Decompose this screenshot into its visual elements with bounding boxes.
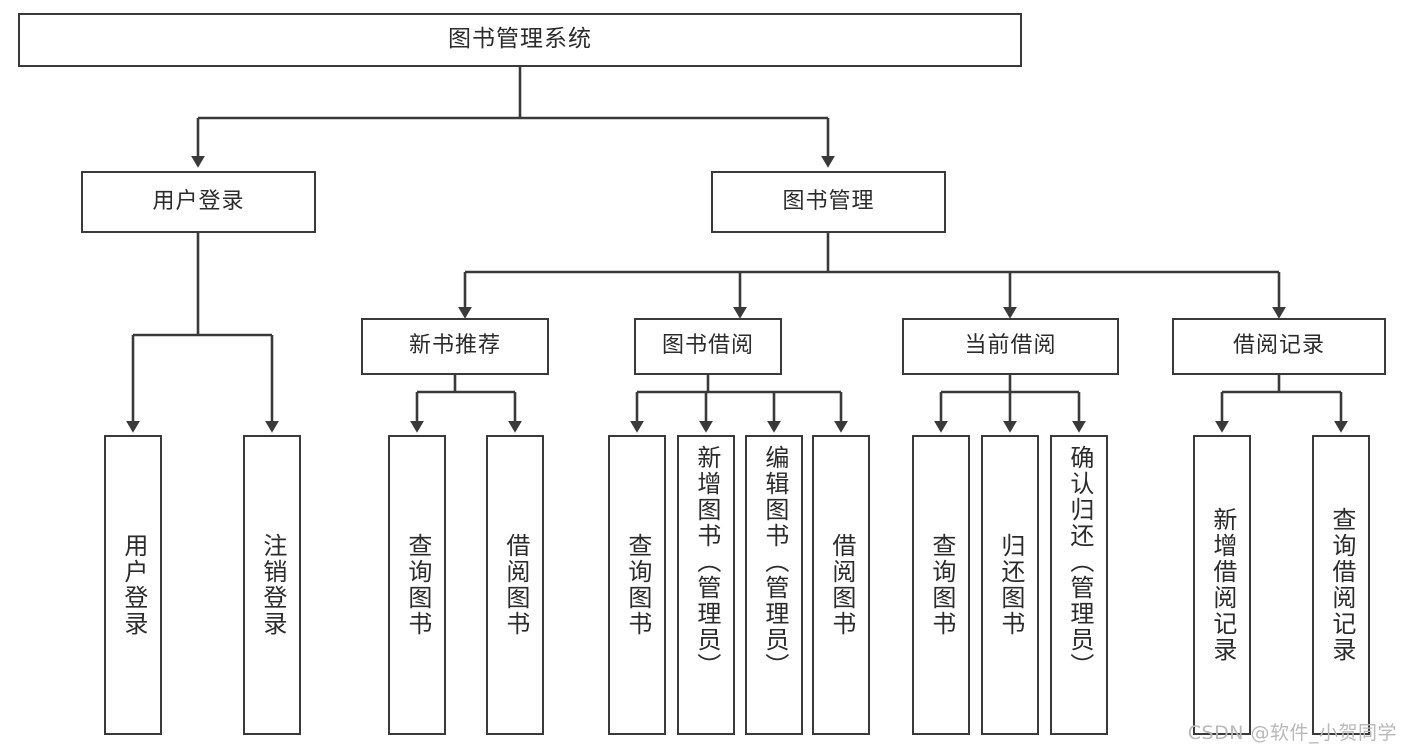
node-label: 用户登录 bbox=[152, 188, 245, 214]
node-book-borrow[interactable]: 图书借阅 bbox=[634, 318, 782, 375]
node-label: 新书推荐 bbox=[408, 333, 501, 359]
leaf-borrow-book[interactable]: 借阅图书 bbox=[812, 435, 870, 735]
node-label: 用户登录 bbox=[119, 533, 148, 637]
node-label: 新增图书（管理员） bbox=[692, 445, 721, 679]
leaf-query-borrow-record[interactable]: 查询借阅记录 bbox=[1312, 435, 1370, 735]
node-label: 新增借阅记录 bbox=[1208, 507, 1237, 663]
node-label: 当前借阅 bbox=[964, 333, 1057, 359]
node-label: 查询图书 bbox=[623, 533, 652, 637]
node-label: 查询图书 bbox=[403, 533, 432, 637]
leaf-add-book-admin[interactable]: 新增图书（管理员） bbox=[677, 435, 735, 735]
leaf-query-book-borrow[interactable]: 查询图书 bbox=[608, 435, 666, 735]
node-book-management-system[interactable]: 图书管理系统 bbox=[18, 13, 1022, 67]
leaf-user-login[interactable]: 用户登录 bbox=[104, 435, 162, 735]
leaf-borrow-book-recommend[interactable]: 借阅图书 bbox=[486, 435, 544, 735]
leaf-query-book-current[interactable]: 查询图书 bbox=[912, 435, 970, 735]
node-label: 借阅图书 bbox=[827, 533, 856, 637]
node-label: 注销登录 bbox=[258, 533, 287, 637]
node-label: 借阅图书 bbox=[501, 533, 530, 637]
node-label: 借阅记录 bbox=[1232, 333, 1325, 359]
node-borrow-record[interactable]: 借阅记录 bbox=[1172, 318, 1386, 375]
node-book-management[interactable]: 图书管理 bbox=[711, 171, 946, 233]
node-label: 查询图书 bbox=[927, 533, 956, 637]
leaf-return-book[interactable]: 归还图书 bbox=[981, 435, 1039, 735]
node-label: 图书借阅 bbox=[661, 333, 754, 359]
leaf-logout[interactable]: 注销登录 bbox=[243, 435, 301, 735]
watermark: CSDN @软件_小贺同学 bbox=[1187, 722, 1397, 744]
node-label: 归还图书 bbox=[996, 533, 1025, 637]
node-current-borrow[interactable]: 当前借阅 bbox=[902, 318, 1119, 375]
node-label: 查询借阅记录 bbox=[1327, 507, 1356, 663]
leaf-confirm-return-admin[interactable]: 确认归还（管理员） bbox=[1050, 435, 1108, 735]
leaf-add-borrow-record[interactable]: 新增借阅记录 bbox=[1193, 435, 1251, 735]
node-label: 确认归还（管理员） bbox=[1065, 445, 1094, 679]
node-new-book-recommend[interactable]: 新书推荐 bbox=[361, 318, 549, 375]
leaf-edit-book-admin[interactable]: 编辑图书（管理员） bbox=[745, 435, 803, 735]
leaf-query-book-recommend[interactable]: 查询图书 bbox=[388, 435, 446, 735]
node-label: 图书管理系统 bbox=[448, 26, 592, 53]
node-label: 图书管理 bbox=[782, 188, 875, 214]
node-label: 编辑图书（管理员） bbox=[760, 445, 789, 679]
node-user-login[interactable]: 用户登录 bbox=[81, 171, 316, 233]
